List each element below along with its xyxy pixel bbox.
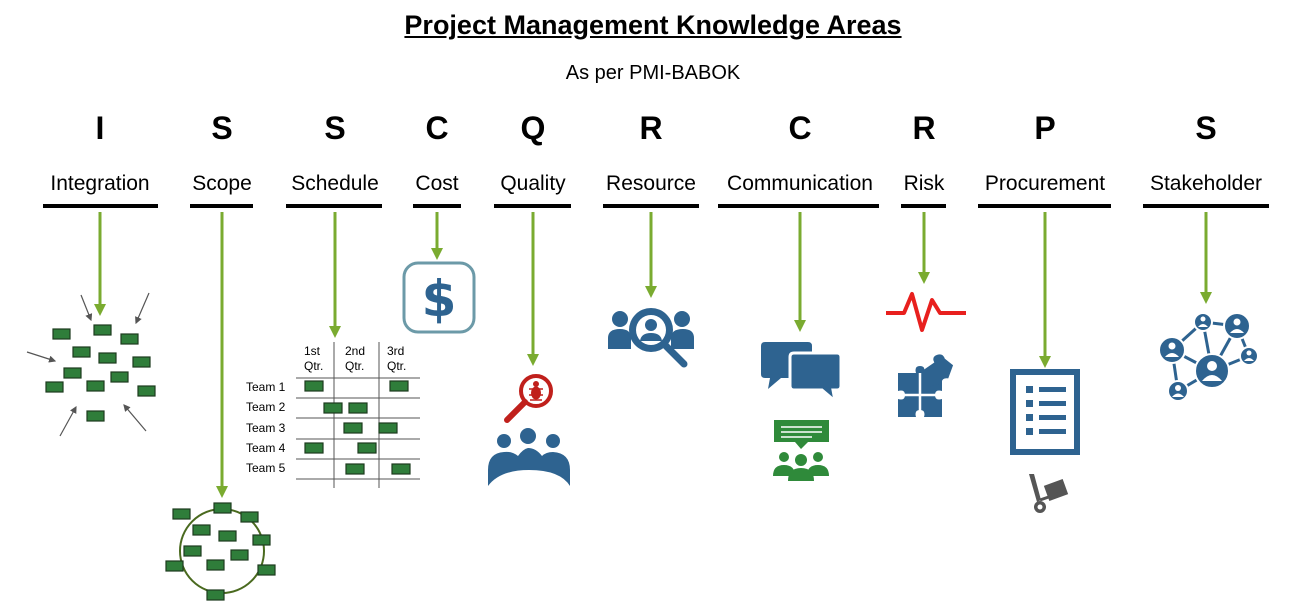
area-cost: Cost	[415, 172, 459, 195]
bar-resource	[603, 204, 699, 208]
bar-risk	[901, 204, 946, 208]
bug-search-icon	[504, 374, 553, 423]
team-chat-icon	[773, 420, 829, 481]
bar-procurement	[978, 204, 1111, 208]
hand-truck-icon	[1029, 474, 1069, 513]
letter-procurement: P	[1034, 110, 1056, 146]
area-procurement: Procurement	[984, 172, 1106, 195]
bar-schedule	[286, 204, 382, 208]
area-integration: Integration	[50, 172, 150, 195]
letter-schedule: S	[324, 110, 346, 146]
schedule-bars	[304, 380, 411, 475]
puzzle-icon	[898, 354, 954, 417]
schedule-row-2: Team 2	[246, 400, 286, 414]
area-communication: Communication	[727, 172, 873, 195]
network-icon	[1158, 312, 1259, 402]
area-resource: Resource	[606, 172, 696, 195]
bar-stakeholder	[1143, 204, 1269, 208]
bar-integration	[43, 204, 158, 208]
area-quality: Quality	[500, 172, 566, 195]
schedule-row-3: Team 3	[246, 421, 286, 435]
checklist-icon	[1010, 369, 1080, 455]
integration-icon	[26, 292, 156, 437]
bar-quality	[494, 204, 571, 208]
audience-icon	[488, 428, 570, 486]
area-stakeholder: Stakeholder	[1149, 172, 1263, 195]
scope-icon	[165, 502, 276, 601]
letter-communication: C	[788, 110, 812, 146]
letter-quality: Q	[520, 110, 546, 146]
schedule-row-1: Team 1	[246, 380, 286, 394]
schedule-table	[296, 342, 420, 488]
bar-communication	[718, 204, 879, 208]
people-search-icon	[608, 308, 694, 368]
page-subtitle: As per PMI-BABOK	[565, 62, 741, 84]
letter-risk: R	[912, 110, 936, 146]
schedule-row-4: Team 4	[246, 441, 286, 455]
area-scope: Scope	[192, 172, 252, 195]
letter-scope: S	[211, 110, 233, 146]
letter-resource: R	[639, 110, 663, 146]
letter-cost: C	[425, 110, 449, 146]
bar-cost	[413, 204, 461, 208]
svg-text:$: $	[422, 270, 457, 328]
chat-icon	[761, 342, 843, 405]
letter-integration: I	[95, 110, 105, 146]
pulse-icon	[886, 292, 966, 332]
bar-scope	[190, 204, 253, 208]
schedule-row-5: Team 5	[246, 461, 286, 475]
letter-stakeholder: S	[1195, 110, 1217, 146]
dollar-icon: $	[402, 261, 476, 334]
page-title: Project Management Knowledge Areas	[404, 10, 902, 40]
area-risk: Risk	[903, 172, 945, 195]
area-schedule: Schedule	[291, 172, 379, 195]
